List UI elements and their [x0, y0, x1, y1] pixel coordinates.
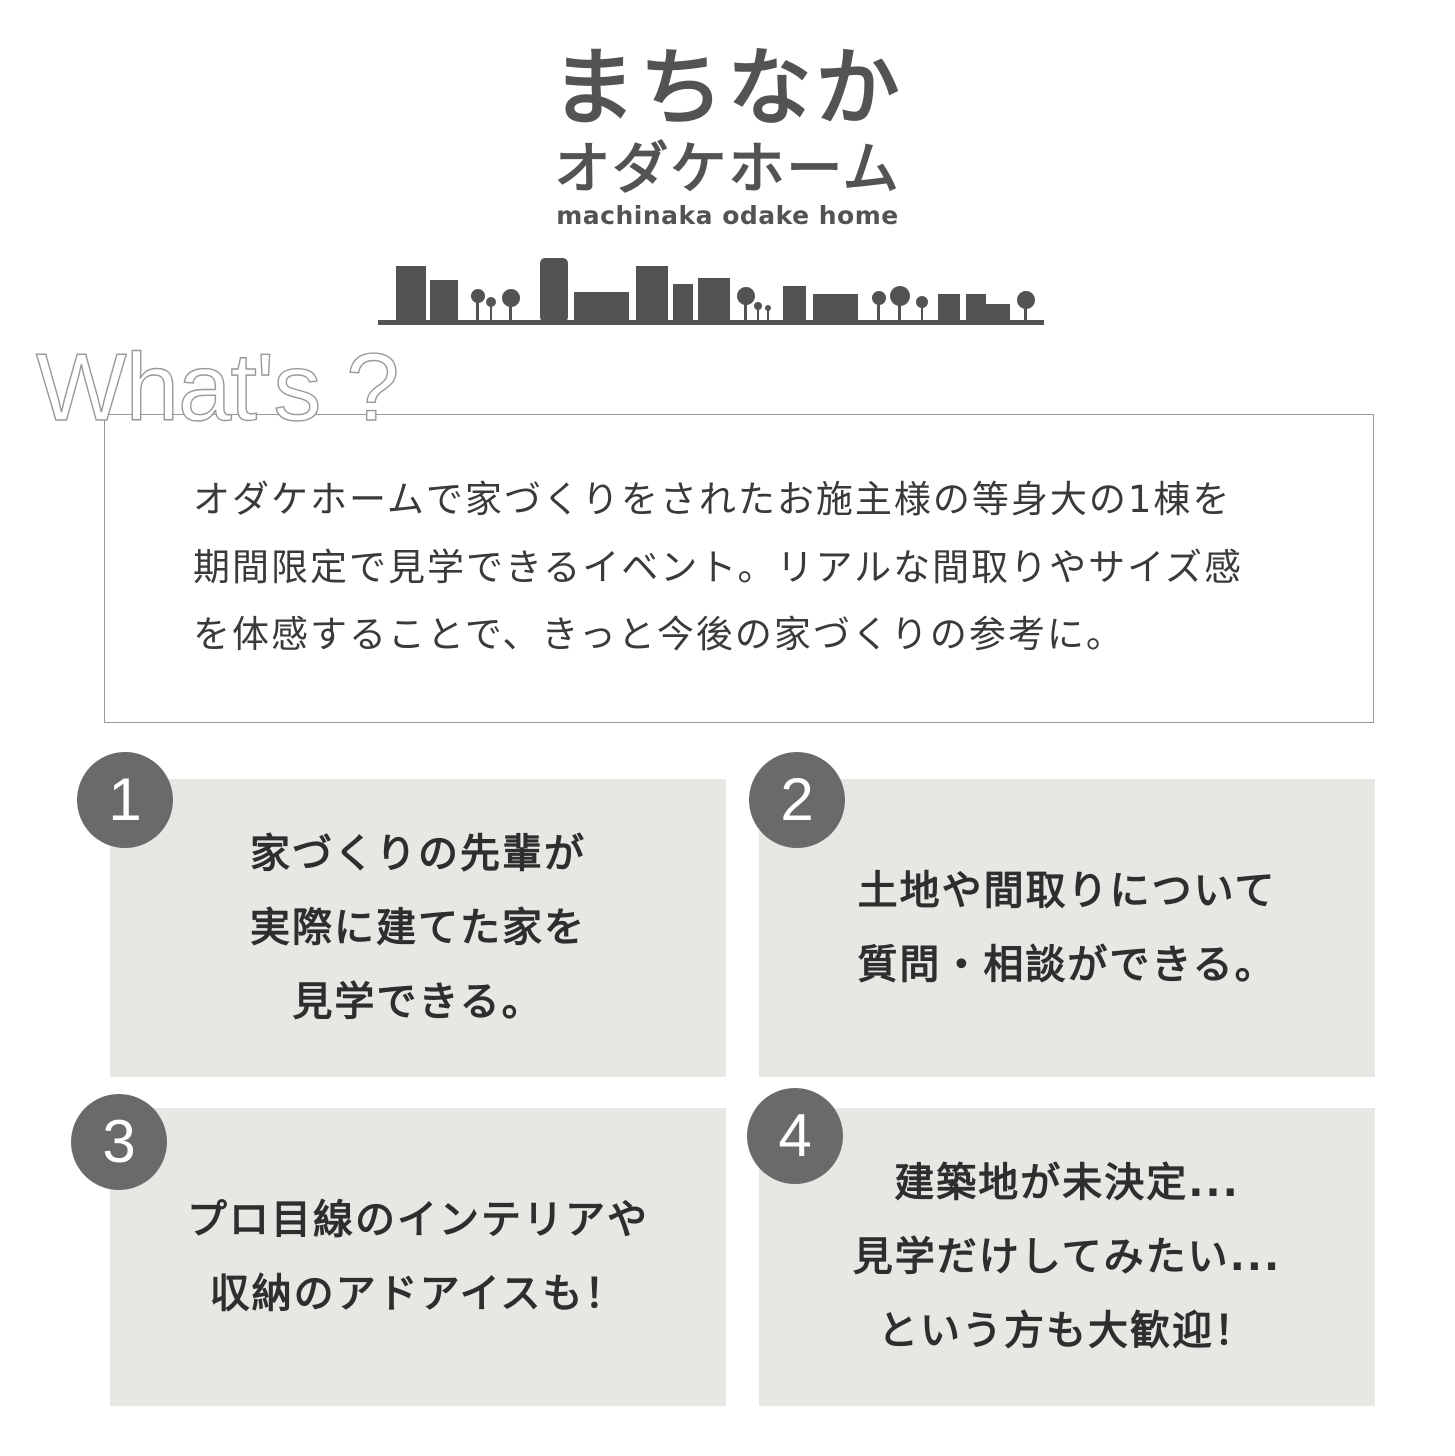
city-skyline-icon	[378, 258, 1044, 325]
intro-line-2: 期間限定で見学できるイベント。リアルな間取りやサイズ感	[193, 546, 1244, 589]
feature-card-1: 家づくりの先輩が 実際に建てた家を 見学できる。	[110, 779, 726, 1077]
whats-heading: What's ?	[35, 334, 400, 441]
feature-1-number-badge: 1	[77, 752, 173, 848]
logo-kana-text: オダケホーム	[554, 137, 901, 202]
feature-4-number-badge: 4	[747, 1088, 843, 1184]
feature-2-number-badge: 2	[749, 752, 845, 848]
feature-1-line: 実際に建てた家を	[250, 905, 586, 951]
feature-card-3: プロ目線のインテリアや 収納のアドアイスも！	[110, 1108, 726, 1406]
feature-3-line: 収納のアドアイスも！	[209, 1271, 627, 1317]
feature-3-line: プロ目線のインテリアや	[187, 1197, 649, 1243]
logo-main-text: まちなか	[551, 39, 904, 137]
logo-roman-text: machinaka odake home	[556, 201, 899, 230]
feature-4-line: 建築地が未決定...	[894, 1160, 1240, 1206]
feature-1-line: 見学できる。	[292, 979, 544, 1025]
feature-card-2: 土地や間取りについて 質問・相談ができる。	[759, 779, 1375, 1077]
intro-line-1: オダケホームで家づくりをされたお施主様の等身大の1棟を	[193, 478, 1232, 521]
feature-card-4: 建築地が未決定... 見学だけしてみたい... という方も大歓迎！	[759, 1108, 1375, 1406]
feature-4-line: という方も大歓迎！	[878, 1308, 1256, 1354]
feature-2-line: 土地や間取りについて	[857, 868, 1277, 914]
feature-2-line: 質問・相談ができる。	[857, 942, 1277, 988]
feature-1-line: 家づくりの先輩が	[250, 831, 586, 877]
intro-line-3: を体感することで、きっと今後の家づくりの参考に。	[193, 613, 1125, 656]
intro-box	[104, 414, 1374, 723]
feature-3-number-badge: 3	[71, 1094, 167, 1190]
feature-4-line: 見学だけしてみたい...	[852, 1234, 1282, 1280]
